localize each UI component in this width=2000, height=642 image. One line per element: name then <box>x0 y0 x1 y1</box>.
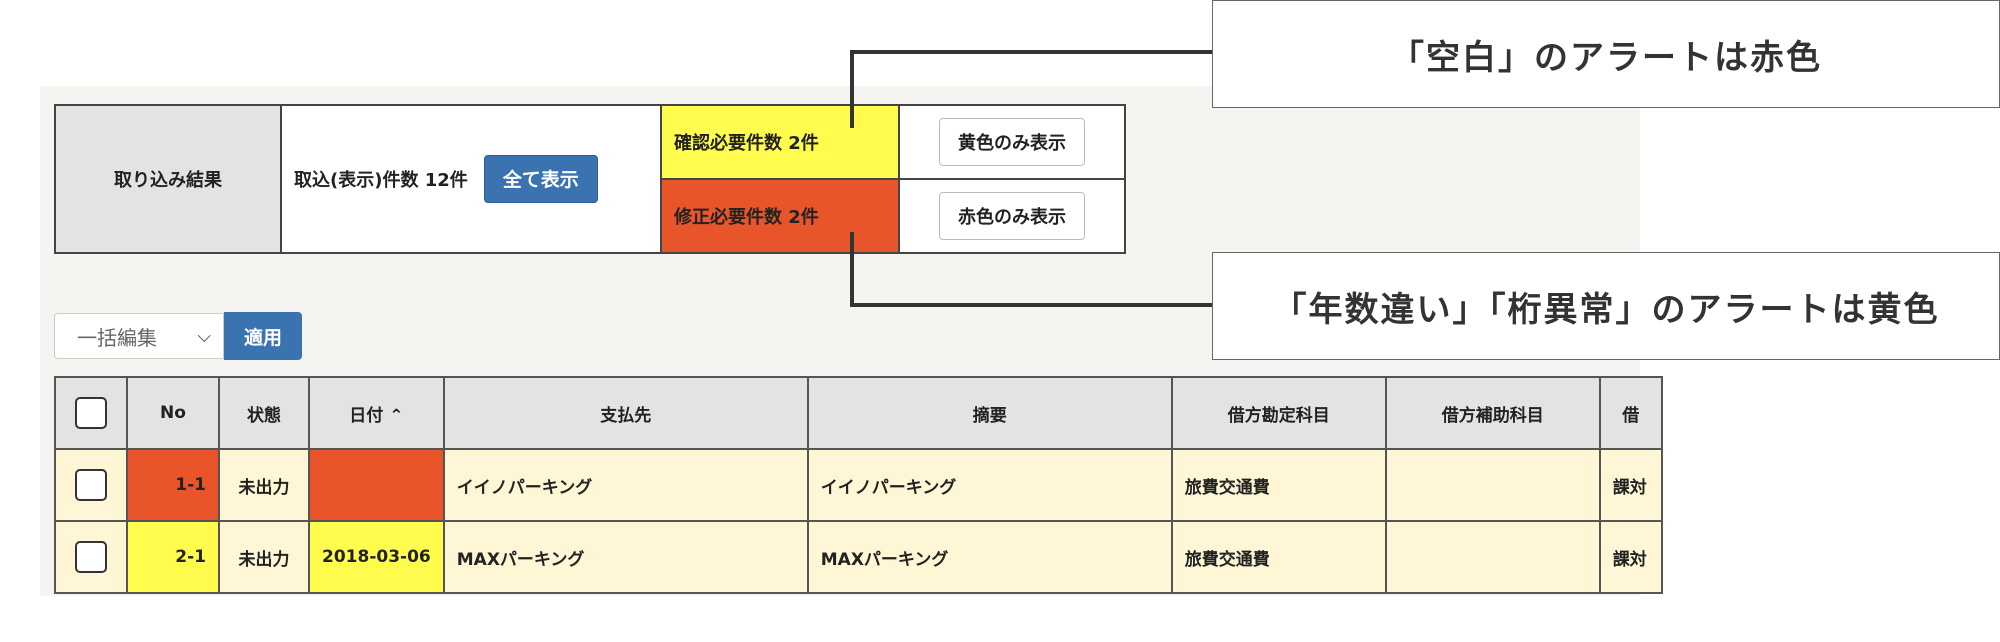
table-header-row: No 状態 日付 ⌃ 支払先 摘要 借方勘定科目 借方補助科目 借 <box>54 376 1663 450</box>
cell-no: 1-1 <box>126 448 220 522</box>
row-checkbox-cell <box>54 520 128 594</box>
cell-status: 未出力 <box>218 448 310 522</box>
table-row: 1-1 未出力 イイノパーキング イイノパーキング 旅費交通費 課対 <box>54 448 1663 522</box>
yellow-filter-cell: 黄色のみ表示 <box>898 104 1126 180</box>
header-debit-sub-account[interactable]: 借方補助科目 <box>1384 376 1601 450</box>
yellow-callout-connector <box>850 232 1232 307</box>
cell-debit-account[interactable]: 旅費交通費 <box>1170 520 1387 594</box>
header-date-label: 日付 <box>349 405 384 426</box>
cell-debit-account[interactable]: 旅費交通費 <box>1170 448 1387 522</box>
bulk-edit-select[interactable]: 一括編集 ⌵ <box>54 313 224 359</box>
select-all-header <box>54 376 128 450</box>
cell-payee[interactable]: MAXパーキング <box>442 520 809 594</box>
header-memo[interactable]: 摘要 <box>806 376 1173 450</box>
show-all-button[interactable]: 全て表示 <box>483 155 598 203</box>
confirm-required-count: 確認必要件数 2件 <box>660 104 900 180</box>
import-summary: 取り込み結果 取込(表示)件数 12件 全て表示 確認必要件数 2件 黄色のみ表… <box>54 104 1126 254</box>
cell-payee[interactable]: イイノパーキング <box>442 448 809 522</box>
row-checkbox[interactable] <box>75 469 107 501</box>
header-status[interactable]: 状態 <box>218 376 310 450</box>
row-checkbox[interactable] <box>75 541 107 573</box>
header-debit-account[interactable]: 借方勘定科目 <box>1170 376 1387 450</box>
fix-required-count: 修正必要件数 2件 <box>660 178 900 254</box>
journal-table: No 状態 日付 ⌃ 支払先 摘要 借方勘定科目 借方補助科目 借 1-1 未出… <box>54 376 1663 594</box>
cell-debit-sub-account[interactable] <box>1384 448 1601 522</box>
cell-debit-sub-account[interactable] <box>1384 520 1601 594</box>
row-checkbox-cell <box>54 448 128 522</box>
bulk-edit-bar: 一括編集 ⌵ 適用 <box>54 312 302 360</box>
chevron-down-icon: ⌵ <box>197 325 211 347</box>
header-payee[interactable]: 支払先 <box>442 376 809 450</box>
cell-memo[interactable]: イイノパーキング <box>806 448 1173 522</box>
header-date[interactable]: 日付 ⌃ <box>308 376 445 450</box>
apply-button[interactable]: 適用 <box>224 312 302 360</box>
summary-label: 取り込み結果 <box>54 104 282 254</box>
red-alert-callout: 「空白」のアラートは赤色 <box>1212 0 2000 108</box>
chevron-up-icon: ⌃ <box>389 405 404 426</box>
yellow-only-button[interactable]: 黄色のみ表示 <box>939 118 1085 166</box>
cell-debit-tax[interactable]: 課対 <box>1598 520 1663 594</box>
header-debit-tax[interactable]: 借 <box>1598 376 1663 450</box>
summary-count-cell: 取込(表示)件数 12件 全て表示 <box>280 104 662 254</box>
yellow-alert-callout: 「年数違い」「桁異常」のアラートは黄色 <box>1212 252 2000 360</box>
cell-debit-tax[interactable]: 課対 <box>1598 448 1663 522</box>
cell-date[interactable] <box>308 448 445 522</box>
red-only-button[interactable]: 赤色のみ表示 <box>939 192 1085 240</box>
import-count-text: 取込(表示)件数 12件 <box>294 170 468 191</box>
select-all-checkbox[interactable] <box>75 397 107 429</box>
cell-status: 未出力 <box>218 520 310 594</box>
cell-memo[interactable]: MAXパーキング <box>806 520 1173 594</box>
table-row: 2-1 未出力 2018-03-06 MAXパーキング MAXパーキング 旅費交… <box>54 520 1663 594</box>
cell-no: 2-1 <box>126 520 220 594</box>
header-no[interactable]: No <box>126 376 220 450</box>
cell-date[interactable]: 2018-03-06 <box>308 520 445 594</box>
red-filter-cell: 赤色のみ表示 <box>898 178 1126 254</box>
bulk-edit-select-value: 一括編集 <box>77 325 157 350</box>
red-callout-connector <box>850 50 1232 128</box>
